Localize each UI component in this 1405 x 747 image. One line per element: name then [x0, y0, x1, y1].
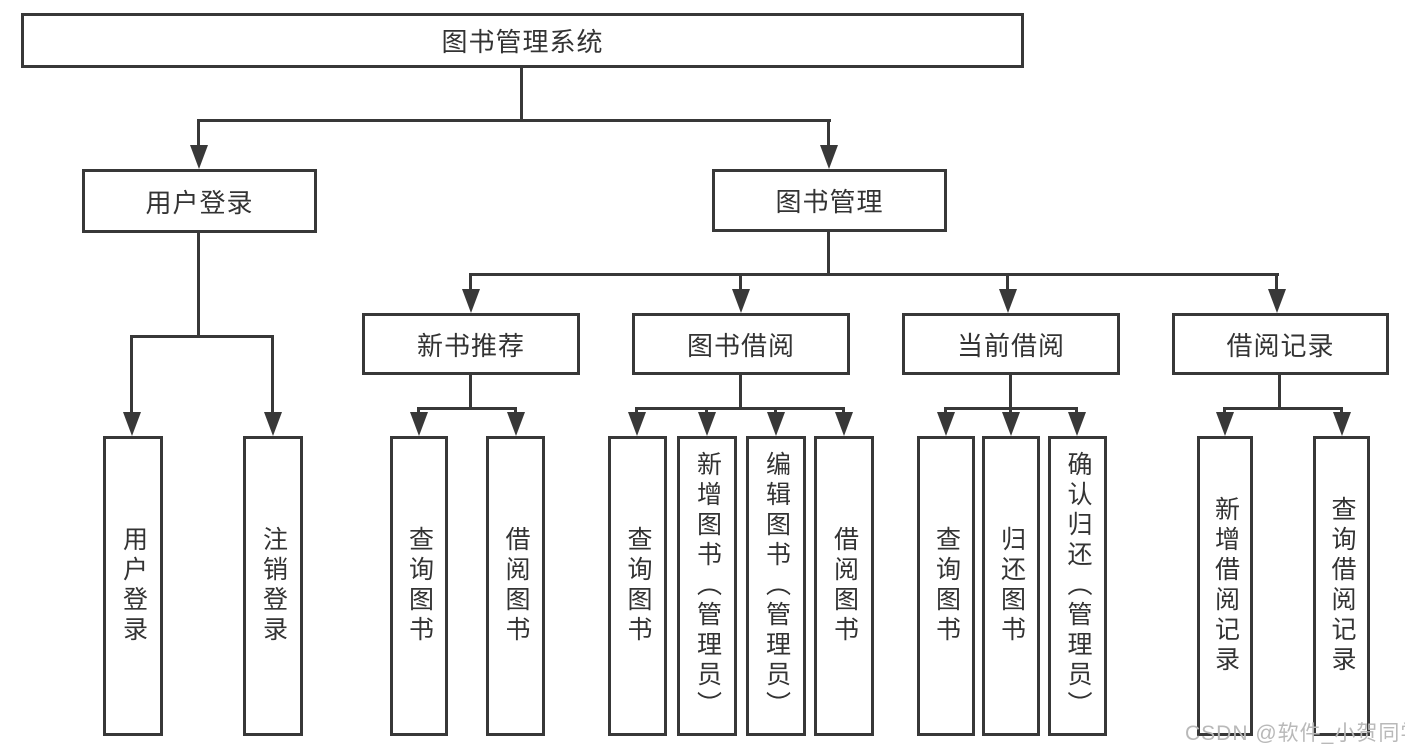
- node-new-book-recommendation: 新书推荐: [362, 313, 580, 375]
- arrow-down-icon: [507, 412, 525, 436]
- leaf-borrow-books-1: 借阅图书: [486, 436, 545, 736]
- arrow-down-icon: [264, 412, 282, 436]
- leaf-add-borrow-record: 新增借阅记录: [1197, 436, 1253, 736]
- connector-user-login-rail: [131, 335, 274, 338]
- connector-stem: [1340, 407, 1343, 415]
- connector-stem: [197, 119, 200, 147]
- connector-trunk: [739, 375, 742, 409]
- connector-stem: [635, 407, 638, 415]
- connector-stem: [1009, 407, 1012, 415]
- connector-stem: [1223, 407, 1226, 415]
- connector-book-management-trunk: [827, 232, 830, 275]
- connector-stem: [827, 119, 830, 147]
- connector-trunk: [1009, 375, 1012, 409]
- connector-stem: [514, 407, 517, 415]
- connector-stem: [774, 407, 777, 415]
- connector-level2-rail: [198, 119, 831, 122]
- arrow-down-icon: [1216, 412, 1234, 436]
- arrow-down-icon: [628, 412, 646, 436]
- csdn-watermark: CSDN @软件_小贺同学: [1185, 722, 1405, 745]
- leaf-query-books-1: 查询图书: [390, 436, 448, 736]
- connector-stem: [469, 273, 472, 291]
- connector-stem: [705, 407, 708, 415]
- arrow-down-icon: [190, 145, 208, 169]
- leaf-return-books: 归还图书: [982, 436, 1040, 736]
- arrow-down-icon: [1268, 289, 1286, 313]
- connector-stem: [944, 407, 947, 415]
- leaf-add-books-admin: 新增图书（管理员）: [677, 436, 737, 736]
- connector-stem: [130, 335, 133, 414]
- connector-stem: [1275, 273, 1278, 291]
- arrow-down-icon: [1002, 412, 1020, 436]
- node-borrowing-records: 借阅记录: [1172, 313, 1389, 375]
- leaf-logout: 注销登录: [243, 436, 303, 736]
- leaf-borrow-books-2: 借阅图书: [814, 436, 874, 736]
- node-book-management: 图书管理: [712, 169, 947, 232]
- leaf-confirm-return-admin: 确认归还（管理员）: [1048, 436, 1107, 736]
- arrow-down-icon: [698, 412, 716, 436]
- connector-stem: [1075, 407, 1078, 415]
- arrow-down-icon: [1333, 412, 1351, 436]
- arrow-down-icon: [462, 289, 480, 313]
- arrow-down-icon: [410, 412, 428, 436]
- arrow-down-icon: [820, 145, 838, 169]
- connector-stem: [842, 407, 845, 415]
- leaf-query-borrow-record: 查询借阅记录: [1313, 436, 1370, 736]
- node-library-management-system: 图书管理系统: [21, 13, 1024, 68]
- arrow-down-icon: [732, 289, 750, 313]
- arrow-down-icon: [1068, 412, 1086, 436]
- leaf-query-books-3: 查询图书: [917, 436, 975, 736]
- connector-level3-rail: [470, 273, 1279, 276]
- leaf-user-login: 用户登录: [103, 436, 163, 736]
- connector-trunk: [1278, 375, 1281, 409]
- arrow-down-icon: [937, 412, 955, 436]
- connector-rail: [636, 407, 845, 410]
- connector-stem: [271, 335, 274, 414]
- connector-user-login-trunk: [197, 233, 200, 337]
- arrow-down-icon: [123, 412, 141, 436]
- connector-trunk: [469, 375, 472, 409]
- leaf-query-books-2: 查询图书: [608, 436, 667, 736]
- connector-root-trunk: [520, 68, 523, 121]
- node-user-login: 用户登录: [82, 169, 317, 233]
- connector-stem: [417, 407, 420, 415]
- connector-stem: [1006, 273, 1009, 291]
- node-current-borrowing: 当前借阅: [902, 313, 1120, 375]
- arrow-down-icon: [767, 412, 785, 436]
- node-book-borrowing: 图书借阅: [632, 313, 850, 375]
- connector-stem: [739, 273, 742, 291]
- connector-rail: [1224, 407, 1342, 410]
- leaf-edit-books-admin: 编辑图书（管理员）: [746, 436, 806, 736]
- arrow-down-icon: [835, 412, 853, 436]
- arrow-down-icon: [999, 289, 1017, 313]
- connector-rail: [418, 407, 517, 410]
